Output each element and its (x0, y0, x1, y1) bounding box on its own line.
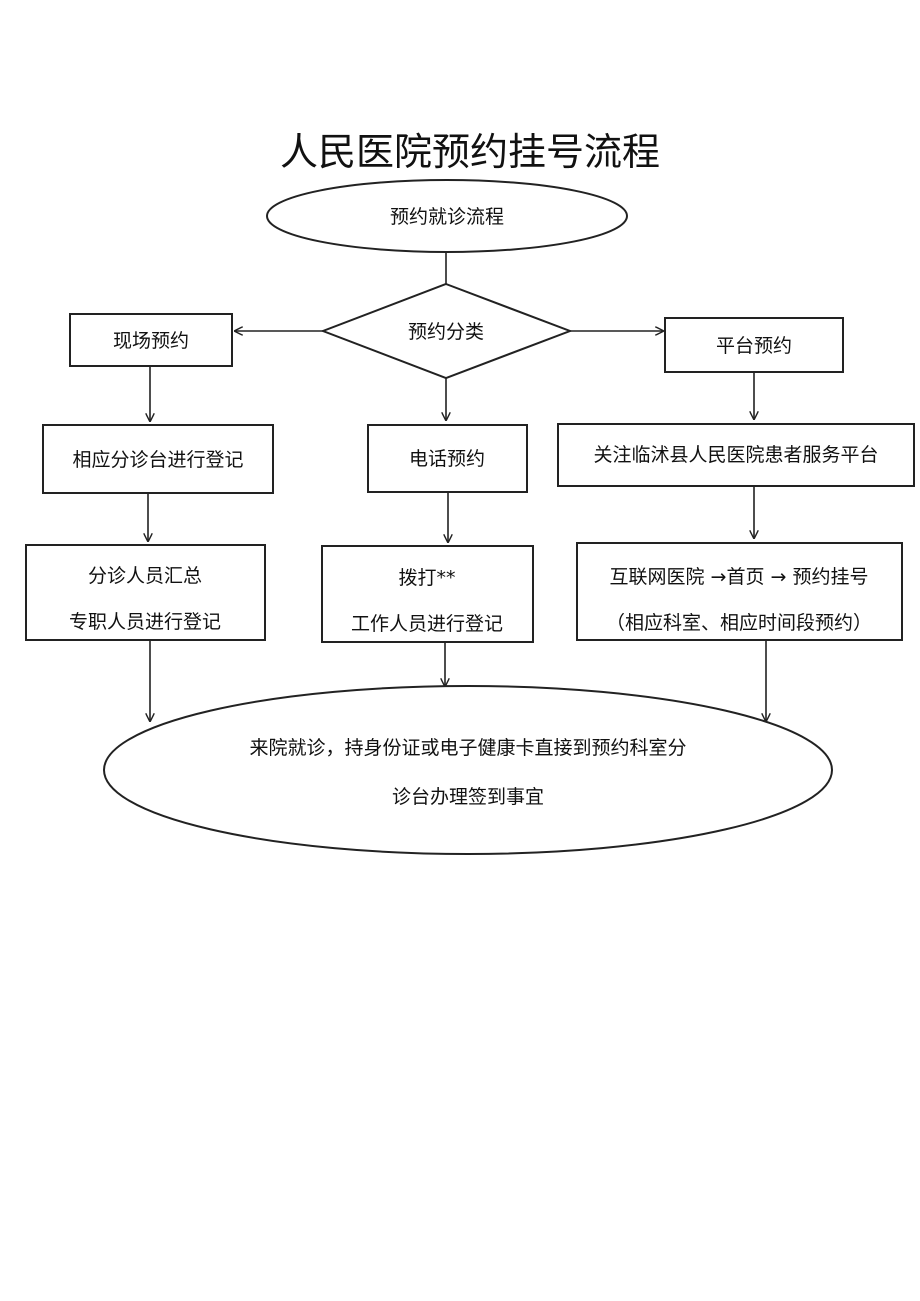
onsite-summary-line2: 专职人员进行登记 (69, 611, 221, 633)
onsite-box (69, 313, 233, 367)
end-ellipse (103, 685, 833, 855)
phone-dial-box (321, 545, 534, 643)
onsite-summary-box (25, 544, 266, 641)
onsite-summary-line1: 分诊人员汇总 (88, 565, 202, 587)
phone-dial-line1: 拨打** (398, 567, 455, 589)
onsite-register-label: 相应分诊台进行登记 (72, 449, 243, 471)
phone-dial-line2: 工作人员进行登记 (351, 613, 503, 635)
start-ellipse (266, 179, 628, 253)
platform-follow-label: 关注临沭县人民医院患者服务平台 (593, 444, 878, 466)
platform-label: 平台预约 (716, 335, 792, 357)
decision-node-label: 预约分类 (408, 321, 484, 343)
onsite-register-box (42, 424, 274, 494)
page-title: 人民医院预约挂号流程 (280, 130, 660, 174)
start-node-label: 预约就诊流程 (390, 206, 504, 228)
end-line2: 诊台办理签到事宜 (392, 786, 544, 808)
platform-path-line1: 互联网医院 →首页 → 预约挂号 (610, 566, 869, 588)
phone-label: 电话预约 (409, 448, 485, 470)
phone-box (367, 424, 528, 493)
platform-follow-box (557, 423, 915, 487)
platform-path-line2: （相应科室、相应时间段预约） (606, 612, 872, 634)
end-line1: 来院就诊，持身份证或电子健康卡直接到预约科室分 (249, 737, 686, 759)
onsite-label: 现场预约 (113, 330, 189, 352)
platform-box (664, 317, 844, 373)
platform-path-box (576, 542, 903, 641)
